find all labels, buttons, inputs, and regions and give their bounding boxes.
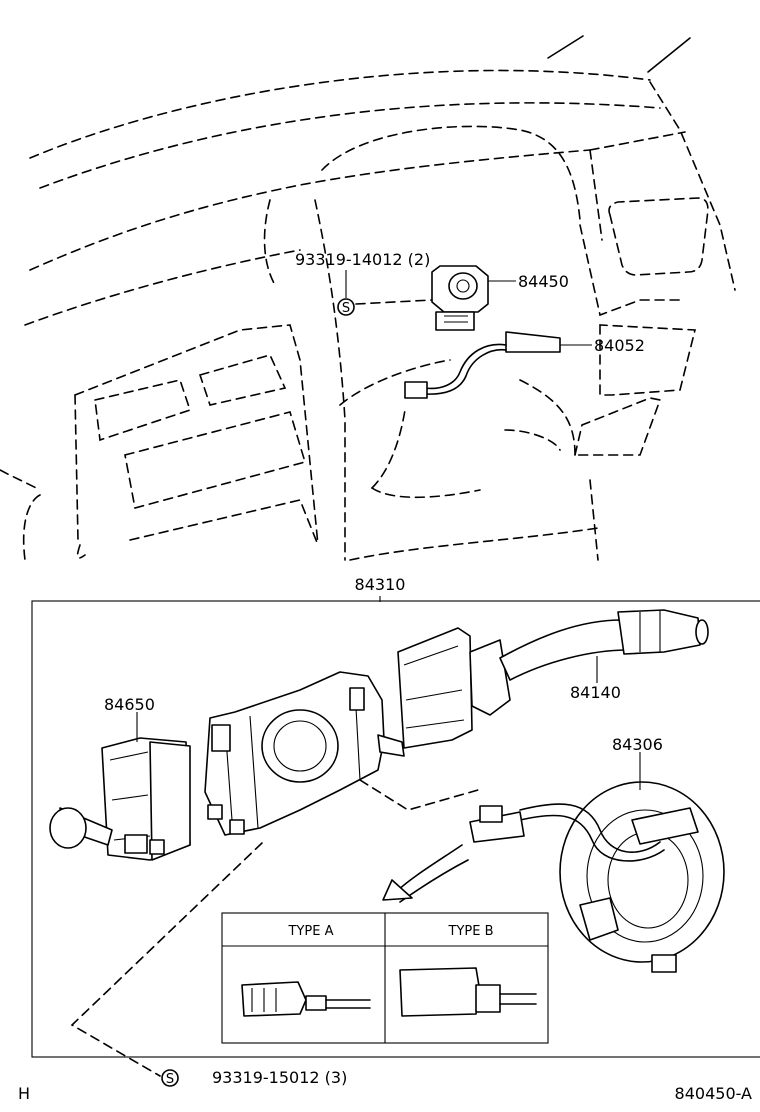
headlamp-switch-84140 xyxy=(397,609,709,749)
ignition-switch-84450 xyxy=(431,265,489,331)
connection-line-bolt xyxy=(70,842,263,1077)
type-arrow xyxy=(382,844,469,903)
leader-lines-top xyxy=(345,270,592,346)
connection-line-upper xyxy=(359,779,479,811)
combination-switch-body xyxy=(204,671,405,836)
type-a-heading: TYPE A xyxy=(288,924,334,939)
label-wiper-switch: 84650 xyxy=(104,695,155,714)
label-assembly: 84310 xyxy=(355,575,406,594)
bolt-symbol-top: S xyxy=(337,298,355,316)
label-wire-harness: 84052 xyxy=(594,336,645,355)
label-headlamp-switch: 84140 xyxy=(570,683,621,702)
bolt-symbol-letter-bottom: S xyxy=(166,1072,174,1087)
type-b-heading: TYPE B xyxy=(448,924,494,939)
label-spiral-cable: 84306 xyxy=(612,735,663,754)
figure-id: 840450-A xyxy=(675,1084,753,1103)
bolt-symbol-bottom: S xyxy=(161,1069,179,1087)
label-ignition-switch: 84450 xyxy=(518,272,569,291)
spiral-cable-84306 xyxy=(469,781,725,973)
label-bolt-top: 93319-14012 (2) xyxy=(295,250,430,269)
type-b-connector xyxy=(399,967,537,1017)
wiper-switch-84650 xyxy=(49,737,191,861)
connector-type-table: TYPE A TYPE B xyxy=(221,912,549,1044)
label-bolt-bottom: 93319-15012 (3) xyxy=(212,1068,347,1087)
footer-left-mark: H xyxy=(18,1084,30,1103)
dashboard-outline xyxy=(0,35,736,561)
assembly-frame xyxy=(31,600,760,1058)
type-a-connector xyxy=(241,981,371,1017)
bolt-symbol-letter: S xyxy=(342,301,350,316)
wire-harness-84052 xyxy=(404,331,561,399)
